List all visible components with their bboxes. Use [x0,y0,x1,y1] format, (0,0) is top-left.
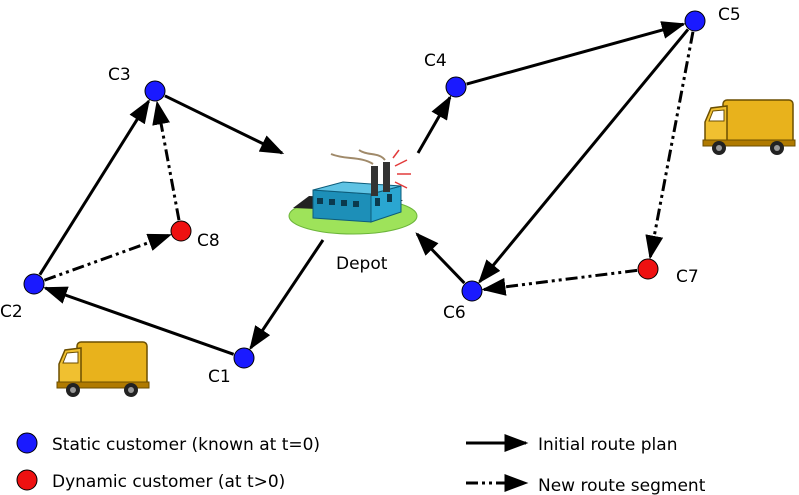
customer-label-c7: C7 [676,267,699,287]
customer-node-c7 [637,258,659,280]
legend: Static customer (known at t=0) Dynamic c… [16,432,706,495]
initial-route-arrow-c4-c5 [466,21,686,86]
new-route-arrow-c2-c8 [43,233,172,282]
legend-new-label: New route segment [538,476,706,495]
factory-icon [288,149,418,235]
customer-label-c2: C2 [0,302,23,322]
customer-label-c6: C6 [443,303,466,323]
initial-route-arrow-depot-c1 [249,239,325,351]
initial-route-arrow-c2-c3 [38,99,150,276]
delivery-van-icon [56,341,150,397]
delivery-van-icon [702,99,796,155]
customer-label-c3: C3 [108,65,131,85]
depot-label: Depot [336,254,388,274]
initial-route-arrow-depot-c4 [416,95,452,154]
customer-label-c5: C5 [718,5,741,25]
customer-node-c4 [445,76,467,98]
customer-label-c4: C4 [424,51,447,71]
initial-route-arrow-c1-c2 [43,286,235,356]
customer-label-c1: C1 [208,367,231,387]
new-route-arrow-c7-c6 [481,268,638,296]
customer-node-c5 [684,10,706,32]
customer-label-c8: C8 [197,231,220,251]
initial-route-arrow-c5-c6 [478,28,690,284]
customer-node-c6 [461,280,483,302]
legend-dynamic-label: Dynamic customer (at t>0) [52,472,285,492]
new-route-arrow-c5-c7 [645,31,695,260]
route-edges [38,21,695,356]
legend-static-label: Static customer (known at t=0) [52,435,320,455]
new-route-arrow-c8-c3 [152,100,181,221]
customer-node-c8 [170,220,192,242]
initial-route-arrow-c6-depot [415,232,466,285]
customer-node-c1 [233,347,255,369]
customer-node-c3 [144,80,166,102]
legend-initial-label: Initial route plan [538,435,677,455]
legend-dynamic-marker [16,469,38,491]
initial-route-arrow-c3-depot [164,94,285,155]
customer-node-c2 [23,273,45,295]
legend-static-marker [16,432,38,454]
